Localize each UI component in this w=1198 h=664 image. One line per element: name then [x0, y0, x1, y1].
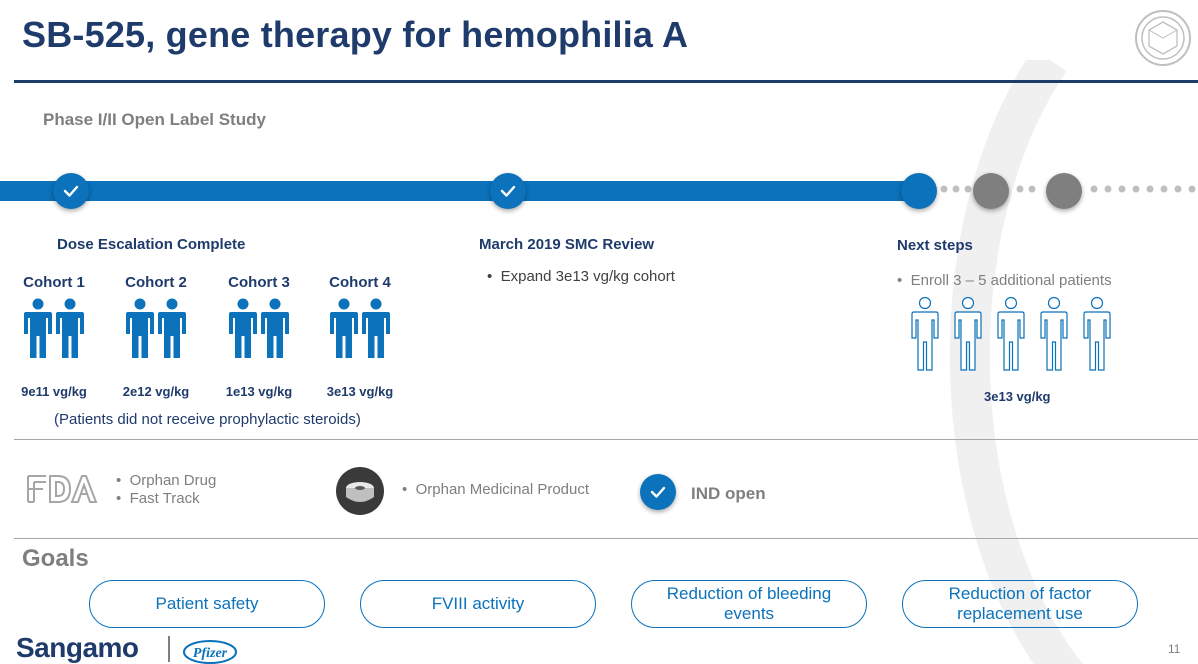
cohort-3: Cohort 3 1e13 vg/kg: [214, 274, 304, 399]
patient-icon: [360, 298, 392, 360]
patient-icon: [227, 298, 259, 360]
sangamo-logo: Sangamo: [16, 632, 139, 663]
patient-outline-icon: [1082, 296, 1112, 377]
steroid-note: (Patients did not receive prophylactic s…: [54, 411, 361, 428]
brand-separator: [168, 636, 170, 662]
timeline-track: [0, 181, 920, 201]
slide-title: SB-525, gene therapy for hemophilia A: [22, 14, 689, 55]
ind-check-icon: [640, 474, 676, 510]
corner-seal-logo: [1135, 10, 1191, 66]
goal-patient-safety: Patient safety: [89, 580, 325, 628]
ema-designation: • Orphan Medicinal Product: [402, 481, 590, 498]
patient-icon: [259, 298, 291, 360]
patient-outline-icon: [996, 296, 1026, 377]
cohort-dose: 9e11 vg/kg: [21, 384, 87, 399]
ema-logo: [336, 467, 384, 515]
cohort-dose: 1e13 vg/kg: [225, 384, 293, 399]
patient-icon: [54, 298, 86, 360]
patient-outline-icon: [1039, 296, 1069, 377]
section-divider: [14, 439, 1198, 440]
goals-title: Goals: [22, 545, 89, 572]
next-steps-bullet-text: Enroll 3 – 5 additional patients: [910, 272, 1112, 289]
page-number: 11: [1168, 642, 1181, 656]
cohort-patient-icons: [9, 298, 99, 360]
milestone-smc-review-check-icon: [490, 173, 526, 209]
cohort-2: Cohort 2 2e12 vg/kg: [111, 274, 201, 399]
study-subtitle: Phase I/II Open Label Study: [43, 110, 266, 129]
ind-status: IND open: [691, 484, 766, 503]
patient-icon: [22, 298, 54, 360]
next-steps-dose: 3e13 vg/kg: [984, 389, 1051, 404]
milestone-upcoming: [973, 173, 1009, 209]
smc-review-bullet-text: Expand 3e13 vg/kg cohort: [500, 268, 675, 285]
cohort-4: Cohort 4 3e13 vg/kg: [315, 274, 405, 399]
cohort-label: Cohort 2: [125, 274, 187, 291]
patient-outline-icon: [953, 296, 983, 377]
next-steps-bullet: • Enroll 3 – 5 additional patients: [897, 272, 1112, 289]
milestone-dose-escalation-check-icon: [53, 173, 89, 209]
pfizer-logo-text: Pfizer: [193, 646, 228, 661]
cohort-patient-icons: [315, 298, 405, 360]
fda-logo: [27, 475, 98, 503]
pfizer-logo: Pfizer: [183, 640, 237, 664]
dose-escalation-heading: Dose Escalation Complete: [57, 236, 246, 253]
milestone-upcoming: [1046, 173, 1082, 209]
patient-icon: [156, 298, 188, 360]
cohort-patient-icons: [111, 298, 201, 360]
timeline-future-dots: [940, 185, 1196, 193]
milestone-current: [901, 173, 937, 209]
goal-reduce-factor-use: Reduction of factor replacement use: [902, 580, 1138, 628]
goal-fviii-activity: FVIII activity: [360, 580, 596, 628]
patient-outline-icon: [910, 296, 940, 377]
goal-reduce-bleeding: Reduction of bleeding events: [631, 580, 867, 628]
smc-review-bullet: • Expand 3e13 vg/kg cohort: [487, 268, 675, 285]
next-steps-patient-icons: [910, 296, 1112, 377]
cohort-label: Cohort 4: [329, 274, 391, 291]
fda-designation-list: • Orphan Drug • Fast Track: [116, 472, 216, 508]
section-divider: [14, 538, 1198, 539]
cohort-label: Cohort 1: [23, 274, 85, 291]
patient-icon: [124, 298, 156, 360]
title-divider: [14, 80, 1198, 83]
cohort-label: Cohort 3: [228, 274, 290, 291]
next-steps-heading: Next steps: [897, 237, 973, 254]
patient-icon: [328, 298, 360, 360]
fda-designation-item: • Fast Track: [116, 490, 200, 507]
cohort-1: Cohort 1 9e11 vg/kg: [9, 274, 99, 399]
cohort-patient-icons: [214, 298, 304, 360]
fda-designation-item: • Orphan Drug: [116, 472, 217, 489]
smc-review-heading: March 2019 SMC Review: [479, 236, 655, 253]
cohort-dose: 2e12 vg/kg: [122, 384, 190, 399]
cohort-dose: 3e13 vg/kg: [326, 384, 394, 399]
